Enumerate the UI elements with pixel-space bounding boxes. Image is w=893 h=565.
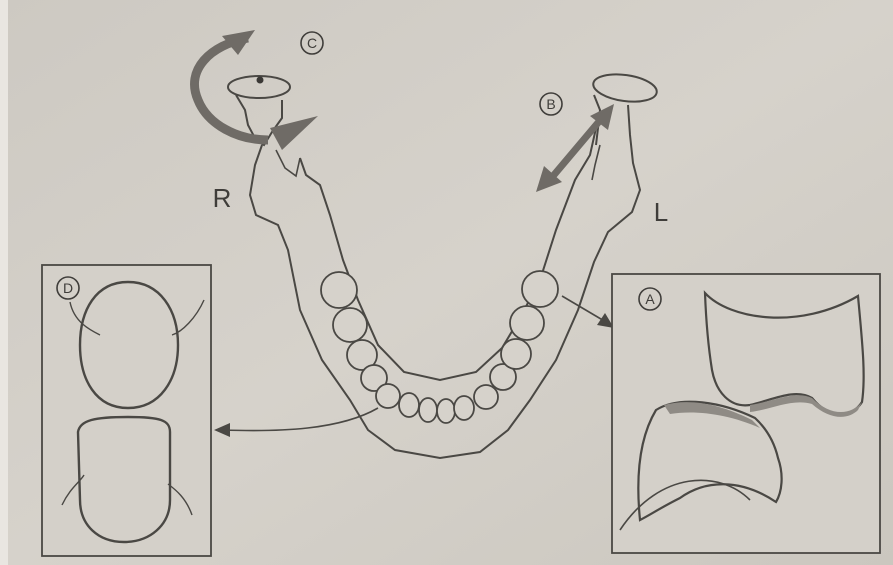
left-side-label: L [654,197,668,227]
tooth [454,396,474,420]
inset-d [42,265,211,556]
tooth [399,393,419,417]
tooth [522,271,558,307]
tooth [501,339,531,369]
tooth [321,272,357,308]
tooth [376,384,400,408]
svg-text:C: C [307,35,317,51]
left-page-edge [0,0,8,565]
svg-text:A: A [645,291,655,307]
tooth [333,308,367,342]
inset-a [612,274,880,553]
svg-text:D: D [63,280,73,296]
right-side-label: R [213,183,232,213]
svg-text:B: B [546,96,555,112]
tooth [474,385,498,409]
tooth [419,398,437,422]
tooth [437,399,455,423]
tooth [510,306,544,340]
